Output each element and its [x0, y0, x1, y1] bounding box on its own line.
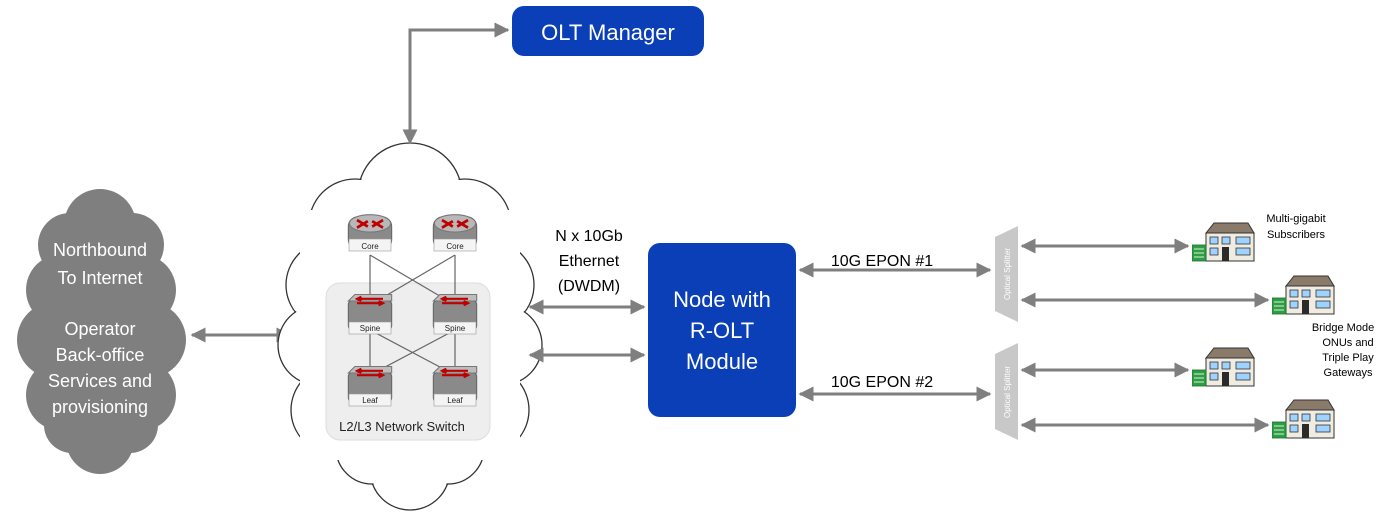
optical-splitter-1-label: Optical Splitter	[1003, 248, 1012, 300]
bridge-mode-line-2: ONUs and	[1322, 337, 1373, 349]
optical-splitter-2-label: Optical Splitter	[1003, 366, 1012, 418]
leaf-label-left: Leaf	[362, 396, 378, 405]
spine-switch-left	[347, 293, 393, 335]
subscriber-house-1	[1192, 222, 1255, 262]
bridge-mode-line-4: Gateways	[1324, 367, 1373, 379]
multi-gigabit-line-1: Multi-gigabit	[1266, 213, 1325, 225]
optical-splitter-1	[995, 226, 1018, 322]
spine-label-right: Spine	[445, 324, 466, 333]
uplink-line-3: (DWDM)	[558, 278, 620, 295]
epon-link-2-label: 10G EPON #2	[831, 374, 933, 391]
node-box	[648, 243, 796, 417]
arrow-manager-switch	[402, 22, 510, 145]
olt-manager-label: OLT Manager	[541, 20, 675, 45]
bridge-mode-line-1: Bridge Mode	[1312, 322, 1374, 334]
subscriber-house-4	[1272, 399, 1335, 439]
node-line-1: Node with	[673, 287, 771, 312]
leaf-label-right: Leaf	[447, 396, 463, 405]
core-label-right: Core	[446, 242, 464, 251]
leaf-switch-right	[432, 365, 478, 407]
olt-manager-box	[512, 6, 704, 56]
northbound-line-1: Northbound	[53, 240, 147, 260]
core-router-right	[431, 213, 479, 252]
uplink-line-1: N x 10Gb	[555, 228, 623, 245]
spine-switch-right	[432, 293, 478, 335]
operator-line-4: provisioning	[52, 397, 148, 417]
operator-line-1: Operator	[64, 319, 135, 339]
northbound-line-2: To Internet	[57, 268, 142, 288]
operator-line-3: Services and	[48, 371, 152, 391]
node-line-3: Module	[686, 349, 758, 374]
optical-splitter-2	[995, 343, 1018, 440]
core-label-left: Core	[361, 242, 379, 251]
northbound-cloud	[17, 189, 186, 474]
core-router-left	[346, 213, 394, 252]
multi-gigabit-line-2: Subscribers	[1267, 229, 1326, 241]
network-switch-label: L2/L3 Network Switch	[339, 419, 465, 434]
leaf-switch-left	[347, 365, 393, 407]
operator-line-2: Back-office	[56, 345, 145, 365]
subscriber-house-3	[1192, 347, 1255, 387]
node-line-2: R-OLT	[690, 318, 754, 343]
uplink-line-2: Ethernet	[559, 253, 620, 270]
epon-link-1-label: 10G EPON #1	[831, 253, 933, 270]
bridge-mode-line-3: Triple Play	[1322, 352, 1374, 364]
spine-label-left: Spine	[360, 324, 381, 333]
subscriber-house-2	[1272, 275, 1335, 315]
